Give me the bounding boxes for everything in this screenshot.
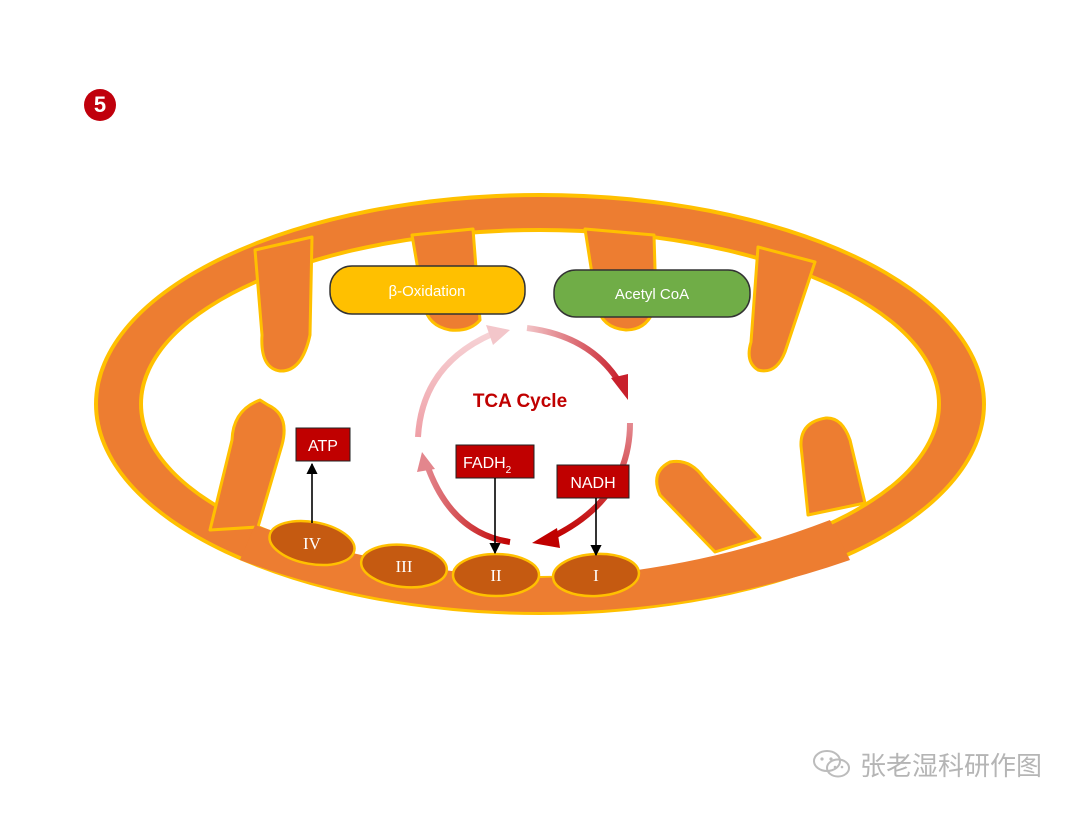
atp-box: ATP (295, 427, 351, 462)
complex-iii (359, 543, 449, 589)
fadh2-label: FADH2 (463, 455, 512, 476)
connector-arrows (306, 462, 602, 557)
fadh2-main: FADH (463, 455, 506, 472)
beta-oxidation-box: β-Oxidation (329, 265, 526, 315)
watermark: 张老湿科研作图 (812, 744, 1042, 784)
complex-iv (268, 519, 356, 567)
wechat-icon (813, 750, 850, 778)
complex-iii-label: III (396, 557, 413, 576)
step-number-badge: 5 (84, 89, 116, 121)
cycle-arrow-left (415, 331, 494, 438)
complex-iv-label: IV (303, 534, 322, 553)
atp-label: ATP (308, 438, 338, 455)
fadh2-box: FADH2 (455, 444, 535, 479)
complex-i-label: I (593, 566, 599, 585)
nadh-box: NADH (556, 464, 630, 499)
cycle-arrow-top (526, 325, 624, 387)
watermark-text: 张老湿科研作图 (860, 751, 1043, 782)
tca-cycle-label: TCA Cycle (473, 391, 567, 412)
complex-ii-label: II (490, 566, 502, 585)
nadh-label: NADH (570, 475, 615, 492)
beta-oxidation-label: β-Oxidation (389, 283, 466, 300)
acetyl-coa-box: Acetyl CoA (553, 269, 751, 318)
fadh2-subscript: 2 (506, 465, 512, 476)
acetyl-coa-label: Acetyl CoA (615, 286, 689, 303)
electron-transport-chain (268, 519, 641, 598)
cycle-arrow-bottom (423, 461, 511, 545)
